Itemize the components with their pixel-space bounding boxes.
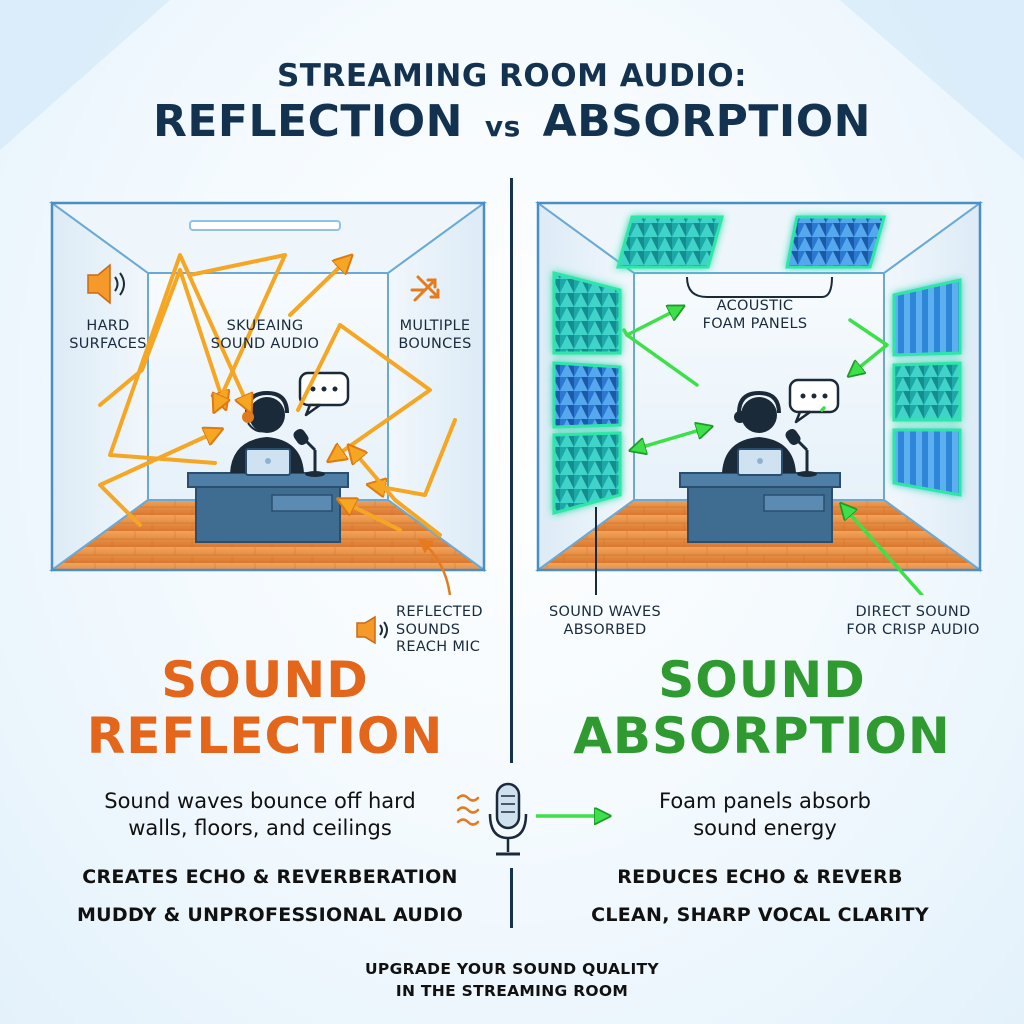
title-line2: REFLECTION vs ABSORPTION (0, 96, 1024, 147)
footer-line1: UPGRADE YOUR SOUND QUALITY (365, 960, 659, 978)
ceiling-light (189, 220, 341, 231)
label-acoustic-foam-panels: ACOUSTIC FOAM PANELS (702, 298, 808, 332)
bounce-arrow (350, 447, 442, 537)
reflected-pointer-arrow (417, 538, 452, 595)
desk (187, 472, 349, 543)
label-sound-waves-absorbed: SOUND WAVES ABSORBED (549, 604, 661, 638)
bounce-arrow (188, 253, 287, 410)
wall-foam-panel (892, 278, 962, 357)
wall-foam-panel (892, 428, 962, 497)
absorption-room-illustration (534, 201, 984, 595)
sound-waves-icon (456, 794, 480, 826)
bounce-arrow (296, 323, 432, 460)
footer-cta: UPGRADE YOUR SOUND QUALITY IN THE STREAM… (0, 958, 1024, 1003)
left-wall-foam-panels (552, 271, 622, 515)
reflection-room-illustration (48, 201, 488, 595)
label-direct-sound: DIRECT SOUND FOR CRISP AUDIO (846, 604, 980, 638)
panel-bracket (686, 276, 833, 298)
wall-foam-panel (552, 431, 622, 515)
heading-absorption-line2: ABSORPTION (573, 707, 951, 765)
title-line1: STREAMING ROOM AUDIO: (276, 58, 748, 94)
heading-sound-absorption: SOUND ABSORPTION (532, 652, 992, 764)
bounce-arrow (98, 430, 220, 527)
reflection-description: Sound waves bounce off hard walls, floor… (104, 789, 416, 841)
footer-line2: IN THE STREAMING ROOM (395, 982, 629, 1001)
absorb-arrow (622, 328, 629, 337)
label-skueaing-sound-audio: SKUEAING SOUND AUDIO (210, 318, 320, 352)
bounce-arrow (98, 268, 225, 407)
right-wall-foam-panels (892, 278, 962, 497)
title-vs: vs (484, 110, 521, 143)
absorption-bullet-1: REDUCES ECHO & REVERB (617, 866, 903, 888)
ceiling-foam-panel (785, 215, 886, 269)
bounce-arrow (108, 253, 250, 465)
speaker-icon (87, 263, 125, 305)
direct-sound-arrow (842, 505, 924, 595)
center-microphone-graphic (456, 782, 620, 856)
center-divider-lower (510, 868, 513, 928)
wall-foam-panel (552, 271, 622, 355)
bounce-arrow (288, 257, 350, 317)
reflected-speaker-icon (356, 615, 388, 645)
absorb-arrow (632, 427, 710, 450)
title-right: ABSORPTION (542, 96, 871, 147)
reflection-bullet-2: MUDDY & UNPROFESSIONAL AUDIO (76, 904, 464, 926)
heading-reflection-line2: REFLECTION (86, 707, 444, 765)
heading-reflection-line1: SOUND (161, 651, 369, 709)
streamer-figure (722, 390, 817, 477)
label-hard-surfaces: HARD SURFACES (69, 318, 147, 352)
label-multiple-bounces: MULTIPLE BOUNCES (398, 318, 472, 352)
chat-bubble-icon (788, 378, 840, 424)
reflection-bullet-1: CREATES ECHO & REVERBERATION (82, 866, 458, 888)
bounce-icon (410, 275, 440, 302)
ceiling-foam-panel (616, 215, 724, 269)
wall-foam-panel (552, 361, 622, 429)
absorption-arrows (622, 307, 924, 595)
center-divider (510, 178, 513, 763)
heading-absorption-line1: SOUND (658, 651, 866, 709)
absorb-arrow (820, 406, 826, 412)
reflection-arrows (98, 253, 457, 537)
wall-foam-panel (892, 361, 962, 422)
streamer-figure (230, 390, 325, 477)
desk (679, 472, 841, 543)
heading-sound-reflection: SOUND REFLECTION (40, 652, 490, 764)
bounce-arrow (370, 418, 457, 495)
absorption-bullet-2: CLEAN, SHARP VOCAL CLARITY (591, 904, 929, 926)
ceiling-foam-panels (616, 215, 886, 269)
absorb-arrow (850, 318, 889, 375)
absorption-description: Foam panels absorb sound energy (658, 789, 871, 841)
microphone-icon (488, 782, 528, 856)
label-reflected-sounds: REFLECTED SOUNDS REACH MIC (396, 604, 483, 656)
title-left: REFLECTION (152, 96, 463, 147)
bounce-arrow (340, 500, 402, 532)
